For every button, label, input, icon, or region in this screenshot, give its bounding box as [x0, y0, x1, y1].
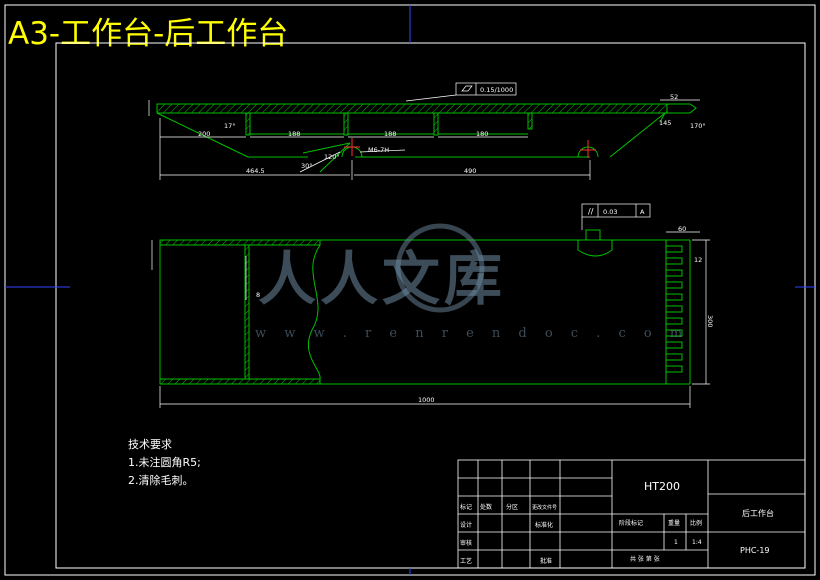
tb-zone: 分区 — [506, 503, 518, 511]
dim-180: 180 — [476, 130, 488, 138]
material: HT200 — [644, 480, 680, 493]
tb-approve: 批准 — [540, 557, 552, 565]
dim-464-5: 464.5 — [246, 167, 265, 175]
dim-52: 52 — [670, 93, 678, 101]
title-block — [457, 459, 806, 569]
tb-change-doc: 更改文件号 — [532, 504, 557, 511]
dim-490: 490 — [464, 167, 476, 175]
angle-170: 170° — [690, 122, 706, 130]
sheet-count: 共 张 第 张 — [630, 555, 660, 563]
technical-notes: 技术要求 1.未注圆角R5; 2.清除毛刺。 — [128, 436, 201, 490]
plan-view — [159, 229, 691, 385]
tb-mark: 标记 — [460, 503, 472, 511]
header-scale: 比例 — [690, 519, 702, 527]
dimension-lines — [148, 82, 700, 180]
scale-value: 1:4 — [692, 539, 702, 546]
centering-marks — [5, 5, 815, 575]
note-item: 1.未注圆角R5; — [128, 456, 201, 469]
tb-count: 处数 — [480, 503, 492, 511]
weight-value: 1 — [674, 539, 678, 546]
watermark-circle — [395, 223, 485, 313]
datum-letter: A — [640, 208, 645, 216]
dim-60: 60 — [678, 225, 686, 233]
dim-1000: 1000 — [418, 396, 435, 404]
inner-frame — [55, 42, 806, 569]
dim-8: 8 — [256, 291, 260, 299]
dim-188-b: 188 — [384, 130, 396, 138]
angle-120: 120° — [324, 153, 340, 161]
center-marks — [344, 138, 596, 158]
dim-12: 12 — [694, 256, 702, 264]
thread-callout: M6-7H — [368, 146, 389, 154]
dim-145: 145 — [659, 119, 671, 127]
flatness-value: 0.15/1000 — [480, 86, 513, 94]
drawing-code: PHC-19 — [740, 546, 770, 555]
watermark-url: w w w . r e n r e n d o c . c o m — [255, 326, 690, 341]
drawing-title: A3-工作台-后工作台 — [8, 16, 289, 52]
notes-heading: 技术要求 — [128, 438, 172, 451]
dim-200: 200 — [198, 130, 210, 138]
angle-17: 17° — [224, 122, 236, 130]
tb-standard: 标准化 — [535, 521, 553, 529]
parallel-symbol: // — [588, 207, 594, 216]
plan-dimension-lines — [151, 203, 710, 408]
header-weight: 重量 — [668, 519, 680, 527]
tb-design: 设计 — [460, 521, 472, 529]
plan-dimension-text: 1000 300 60 12 8 // 0.03 A — [256, 207, 714, 404]
watermark-brand: 人人文库 — [258, 245, 507, 313]
tb-process: 工艺 — [460, 557, 472, 565]
header-stage: 阶段标记 — [619, 519, 643, 527]
dimension-text: 0.15/1000 200 188 188 180 464.5 490 17° … — [198, 86, 706, 175]
section-view — [156, 103, 697, 173]
dim-300: 300 — [706, 315, 714, 327]
parallel-value: 0.03 — [603, 208, 617, 216]
part-name: 后工作台 — [742, 508, 774, 518]
flatness-symbol — [461, 85, 473, 92]
angle-30: 30° — [301, 162, 313, 170]
note-item: 2.清除毛刺。 — [128, 474, 194, 487]
title-block-text: HT200 后工作台 PHC-19 阶段标记 重量 比例 1 1:4 共 张 第… — [460, 480, 774, 565]
tb-review: 审核 — [460, 539, 472, 547]
dim-188-a: 188 — [288, 130, 300, 138]
